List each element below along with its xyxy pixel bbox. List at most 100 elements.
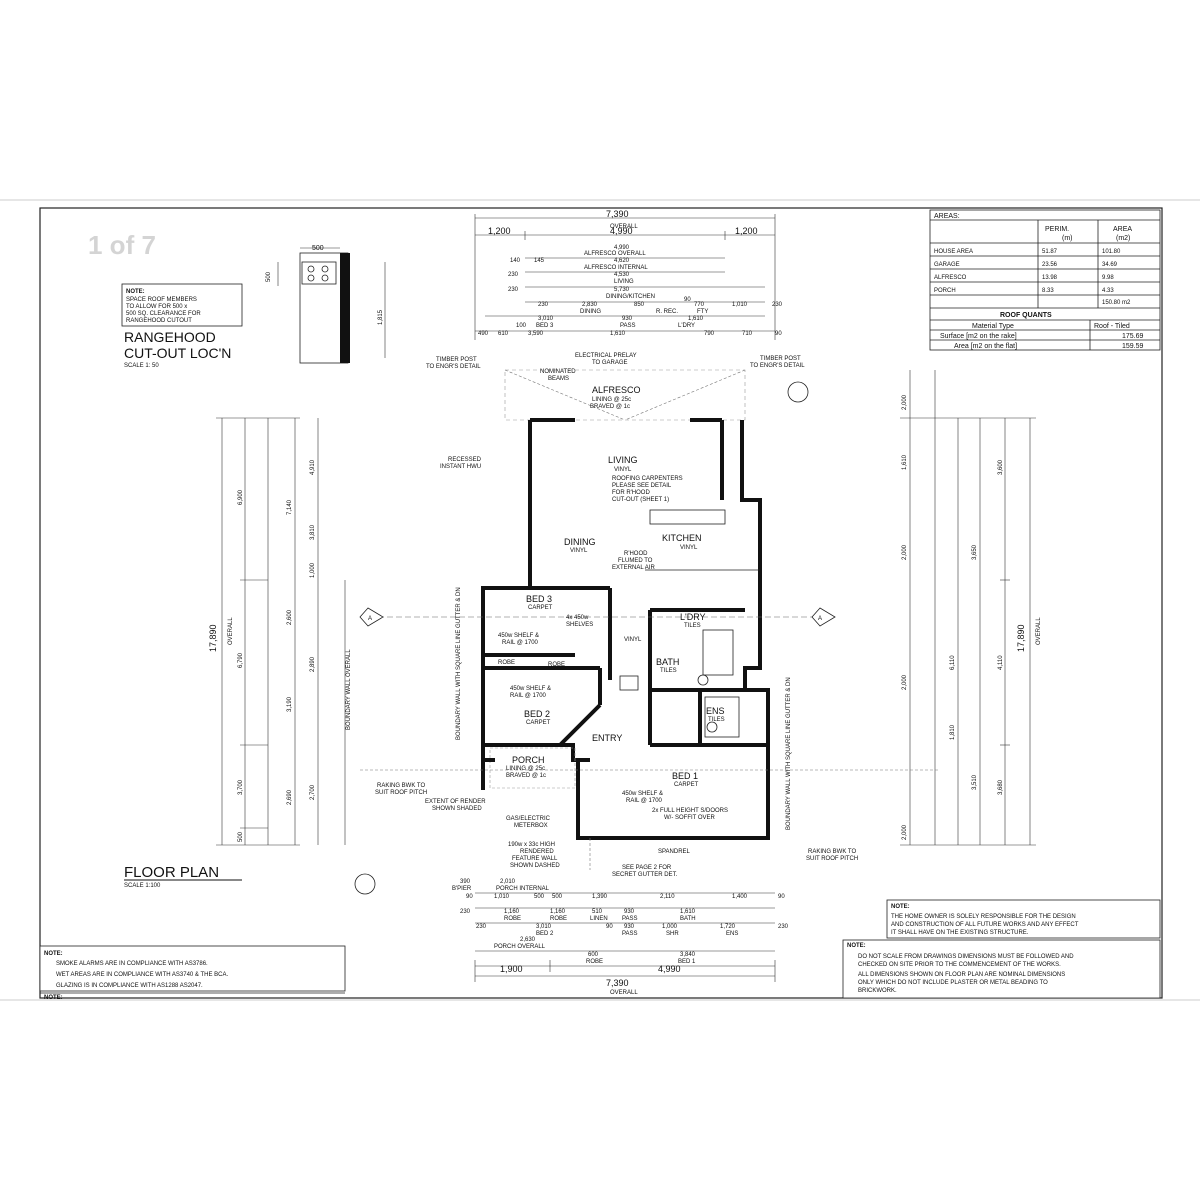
areas-row-perim: 51.87 bbox=[1042, 249, 1058, 255]
dim-value: 1,160 bbox=[504, 909, 520, 915]
rangehood-note-line: TO ALLOW FOR 500 x bbox=[126, 304, 187, 310]
section-marker-right bbox=[811, 607, 836, 627]
annotation-electrical-prelay: ELECTRICAL PRELAY bbox=[575, 353, 637, 359]
room-label-bed1: BED 1 bbox=[672, 771, 698, 781]
bottom-dimensions: 2,010 PORCH INTERNAL 1,010 500 500 1,390… bbox=[452, 879, 789, 996]
room-label-entry: ENTRY bbox=[592, 733, 622, 743]
porch-internal-label: PORCH INTERNAL bbox=[496, 886, 550, 892]
note-heading: NOTE: bbox=[847, 943, 866, 949]
dim-value: 90 bbox=[778, 894, 785, 900]
dim-value: 6,790 bbox=[238, 652, 244, 668]
annotation-shelf-rail: 450w SHELF & bbox=[510, 686, 551, 692]
rangehood-note-line: RANGEHOOD CUTOUT bbox=[126, 318, 192, 324]
annotation-feature-wall: SHOWN DASHED bbox=[510, 863, 560, 869]
annotation-nominated-beams: NOMINATED bbox=[540, 369, 576, 375]
top-overall-dim: 7,390 bbox=[606, 209, 629, 219]
note-line: AND CONSTRUCTION OF ALL FUTURE WORKS AND… bbox=[891, 922, 1079, 928]
bottom-overall-label: OVERALL bbox=[610, 990, 638, 996]
dining-kitchen-label: DINING/KITCHEN bbox=[606, 294, 655, 300]
note-line: IT SHALL HAVE ON THE EXISTING STRUCTURE. bbox=[891, 930, 1029, 936]
annotation-electrical-prelay: TO GARAGE bbox=[592, 360, 628, 366]
annotation-shelf-rail: 450w SHELF & bbox=[622, 791, 663, 797]
top-dimensions: 7,390 OVERALL 1,200 4,990 1,200 4,990 AL… bbox=[474, 209, 783, 340]
room-label-ensuite: ENS bbox=[706, 706, 725, 716]
alfresco-overall-label: ALFRESCO OVERALL bbox=[584, 251, 646, 257]
left-dimensions: 17,890 OVERALL 6,900 6,790 3,700 500 4,9… bbox=[208, 417, 352, 846]
room-finish: LINING @ 25c bbox=[506, 766, 545, 772]
right-overall-label: OVERALL bbox=[1036, 617, 1042, 645]
dim-value: 1,720 bbox=[720, 924, 736, 930]
dim-value: 2,830 bbox=[582, 302, 598, 308]
roof-row-value: 159.59 bbox=[1122, 343, 1144, 350]
dim-label: ROBE bbox=[550, 916, 567, 922]
dim-value: 1,000 bbox=[310, 562, 316, 578]
rangehood-scale: SCALE 1: 50 bbox=[124, 363, 159, 369]
dim-value: 90 bbox=[606, 924, 613, 930]
annotation-shelves: 4x 450w bbox=[566, 615, 589, 621]
dim-label: BED 3 bbox=[536, 323, 554, 329]
dim-value: 3,650 bbox=[972, 544, 978, 560]
bottom-right-dim: 4,990 bbox=[658, 964, 681, 974]
areas-col-perim: PERIM. bbox=[1045, 226, 1069, 233]
annotation-rhood: EXTERNAL AIR bbox=[612, 565, 655, 571]
dim-value: 930 bbox=[624, 909, 635, 915]
areas-row-name: GARAGE bbox=[934, 262, 960, 268]
dim-label: BATH bbox=[680, 916, 696, 922]
floor-plan: A A bbox=[354, 369, 940, 895]
living-dim: 4,530 bbox=[614, 272, 630, 278]
note-line: ALL DIMENSIONS SHOWN ON FLOOR PLAN ARE N… bbox=[858, 972, 1065, 978]
porch-outline bbox=[489, 747, 576, 789]
areas-col-area-unit: (m2) bbox=[1116, 235, 1130, 242]
dining-kitchen-dim: 5,730 bbox=[614, 287, 630, 293]
dim-value: 1,010 bbox=[732, 302, 748, 308]
dim-value: 390 bbox=[460, 879, 471, 885]
dim-value: 1,010 bbox=[494, 894, 510, 900]
room-finish: TILES bbox=[708, 717, 725, 723]
dim-value: 230 bbox=[772, 302, 783, 308]
dim-value: 3,010 bbox=[536, 924, 552, 930]
dim-value: 1,160 bbox=[550, 909, 566, 915]
annotations: TIMBER POST TO ENGR'S DETAIL TIMBER POST… bbox=[375, 353, 858, 878]
annotation-sliding-doors: 2x FULL HEIGHT S/DOORS bbox=[652, 808, 728, 814]
dim-value: 145 bbox=[534, 258, 545, 264]
dim-value: 100 bbox=[516, 323, 527, 329]
rangehood-dim-right: 1,815 bbox=[378, 309, 384, 325]
rangehood-detail: 500 500 1,815 NOTE: SPACE ROOF MEMBERS T… bbox=[121, 245, 386, 369]
dim-value: 930 bbox=[622, 316, 633, 322]
annotation-boundary-right: BOUNDARY WALL WITH SQUARE LINE GUTTER & … bbox=[786, 677, 792, 830]
annotation-secret-gutter: SECRET GUTTER DET. bbox=[612, 872, 678, 878]
annotation-timber-post-right: TO ENGR'S DETAIL bbox=[750, 363, 805, 369]
dim-value: 90 bbox=[684, 297, 691, 303]
alfresco-internal-val: 4,620 bbox=[614, 258, 630, 264]
dim-value: 3,590 bbox=[528, 331, 544, 337]
dim-value: 140 bbox=[510, 258, 521, 264]
house-walls bbox=[481, 420, 770, 840]
dim-value: 1,610 bbox=[680, 909, 696, 915]
annotation-rhood: FLUMED TO bbox=[618, 558, 653, 564]
dim-label: PASS bbox=[622, 916, 638, 922]
note-line: DO NOT SCALE FROM DRAWINGS DIMENSIONS MU… bbox=[858, 954, 1074, 960]
areas-row-perim: 8.33 bbox=[1042, 288, 1054, 294]
areas-total: 150.80 m2 bbox=[1102, 300, 1131, 306]
note-line: SMOKE ALARMS ARE IN COMPLIANCE WITH AS37… bbox=[56, 961, 208, 967]
dim-label: PASS bbox=[622, 931, 638, 937]
dim-value: B'PIER bbox=[452, 886, 472, 892]
note-line: BRICKWORK. bbox=[858, 988, 897, 994]
annotation-spandrel: SPANDREL bbox=[658, 849, 691, 855]
dim-value: 3,010 bbox=[538, 316, 554, 322]
room-finish: VINYL bbox=[570, 548, 588, 554]
room-label-robe: ROBE bbox=[498, 660, 515, 666]
dim-value: 490 bbox=[478, 331, 489, 337]
annotation-feature-wall: RENDERED bbox=[520, 849, 554, 855]
room-finish: BRAVED @ 1c bbox=[590, 404, 630, 410]
porch-overall-label: PORCH OVERALL bbox=[494, 944, 546, 950]
annotation-shelf-rail: RAIL @ 1700 bbox=[502, 640, 539, 646]
annotation-sliding-doors: W/- SOFFIT OVER bbox=[664, 815, 716, 821]
annotation-raking-left: RAKING BWK TO bbox=[377, 783, 425, 789]
dim-value: 2,600 bbox=[287, 609, 293, 625]
roof-row-value: 175.69 bbox=[1122, 333, 1144, 340]
dim-value: 3,680 bbox=[998, 779, 1004, 795]
dim-value: 230 bbox=[778, 924, 789, 930]
dim-value: 230 bbox=[460, 909, 471, 915]
annotation-nominated-beams: BEAMS bbox=[548, 376, 569, 382]
